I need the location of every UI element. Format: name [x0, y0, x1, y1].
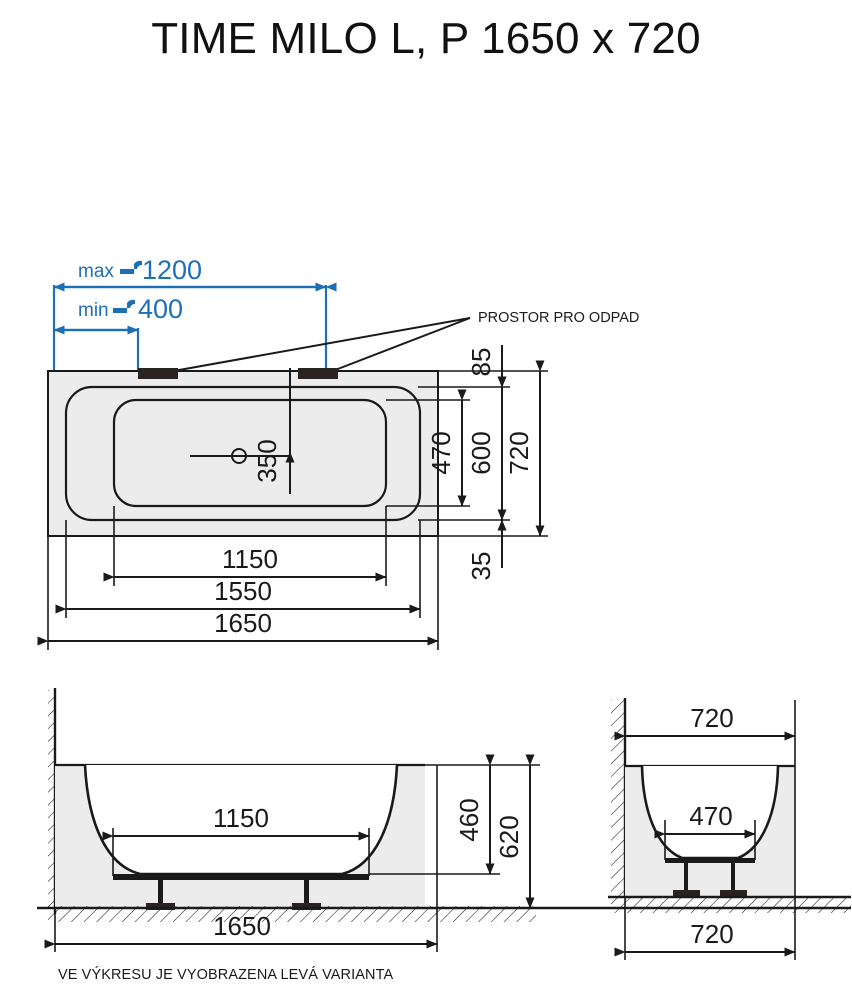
dim-470-top: 470	[426, 431, 456, 474]
dim-470-side: 470	[689, 801, 732, 831]
drain-tab-left	[138, 368, 178, 379]
dim-720-side-top: 720	[690, 703, 733, 733]
drain-space-callout: PROSTOR PRO ODPAD	[167, 310, 639, 373]
front-elevation-view: 1150 1650 460 620	[37, 688, 851, 952]
wall-hatch-side	[611, 700, 625, 898]
dim-460: 460	[454, 798, 484, 841]
dim-35: 35	[466, 552, 496, 581]
dim-1650-front: 1650	[213, 911, 271, 941]
side-dim-720-bottom: 720	[614, 766, 796, 960]
top-view-vertical-dims: 470 600 720 85 35	[386, 345, 548, 580]
faucet-icon-min	[113, 299, 135, 313]
faucet-max-label: max	[78, 261, 114, 282]
faucet-max-value: 1200	[142, 255, 202, 285]
support-legs-side	[673, 863, 747, 897]
floor-hatch-side	[611, 897, 851, 913]
drain-tab-right	[298, 368, 338, 379]
front-vertical-dims: 460 620	[369, 754, 540, 909]
front-dim-1150: 1150	[102, 803, 370, 876]
side-elevation-view: 720 470 720	[608, 698, 851, 960]
wall-hatch-front	[48, 690, 55, 914]
dim-1550: 1550	[214, 576, 272, 606]
side-dim-470: 470	[654, 801, 756, 860]
faucet-min-label: min	[78, 300, 109, 321]
dim-720-top: 720	[504, 431, 534, 474]
dim-1150-top: 1150	[222, 544, 278, 574]
front-dim-1650: 1650	[44, 765, 438, 952]
dim-600: 600	[466, 431, 496, 474]
dim-85: 85	[466, 348, 496, 377]
dim-1650-top: 1650	[214, 608, 272, 638]
top-view: 350 470 600 720	[37, 345, 548, 650]
dim-350-label: 350	[252, 439, 282, 482]
dim-620: 620	[494, 815, 524, 858]
footnote: VE VÝKRESU JE VYOBRAZENA LEVÁ VARIANTA	[58, 967, 394, 983]
side-dim-720-top: 720	[614, 700, 796, 766]
top-view-horizontal-dims: 1150 1550 1650	[37, 506, 439, 650]
page-title: TIME MILO L, P 1650 x 720	[151, 14, 701, 63]
dim-350: 350	[252, 368, 295, 494]
dim-1150-front: 1150	[213, 803, 269, 833]
faucet-icon-max	[120, 260, 142, 274]
dim-720-side-bottom: 720	[690, 919, 733, 949]
drain-marker	[190, 448, 290, 464]
floor-hatch-front	[48, 906, 536, 922]
drain-space-label: PROSTOR PRO ODPAD	[478, 310, 639, 326]
faucet-dimension-group: max 1200 min 400	[52, 255, 337, 374]
faucet-min-value: 400	[138, 294, 183, 324]
